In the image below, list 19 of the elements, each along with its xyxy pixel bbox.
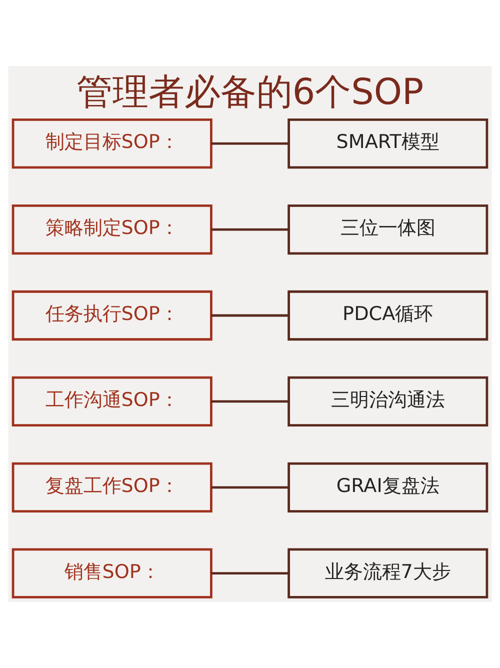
node-box: 三明治沟通法 — [288, 376, 488, 427]
node-box: 工作沟通SOP： — [12, 376, 212, 427]
connector — [211, 142, 289, 145]
node-box: 销售SOP： — [12, 548, 212, 598]
connector — [211, 486, 289, 489]
node-box: PDCA循环 — [288, 290, 488, 341]
node-box: SMART模型 — [288, 118, 488, 169]
connector — [211, 400, 289, 403]
diagram-title: 管理者必备的6个SOP — [76, 72, 424, 114]
node-box: 三位一体图 — [288, 204, 488, 255]
node-box: 策略制定SOP： — [12, 204, 212, 255]
node-box: 任务执行SOP： — [12, 290, 212, 341]
connector — [211, 314, 289, 317]
node-box: 复盘工作SOP： — [12, 462, 212, 512]
connector — [211, 572, 289, 575]
node-box: GRAI复盘法 — [288, 462, 488, 512]
node-box: 制定目标SOP： — [12, 118, 212, 169]
node-box: 业务流程7大步 — [288, 548, 488, 598]
connector — [211, 228, 289, 231]
